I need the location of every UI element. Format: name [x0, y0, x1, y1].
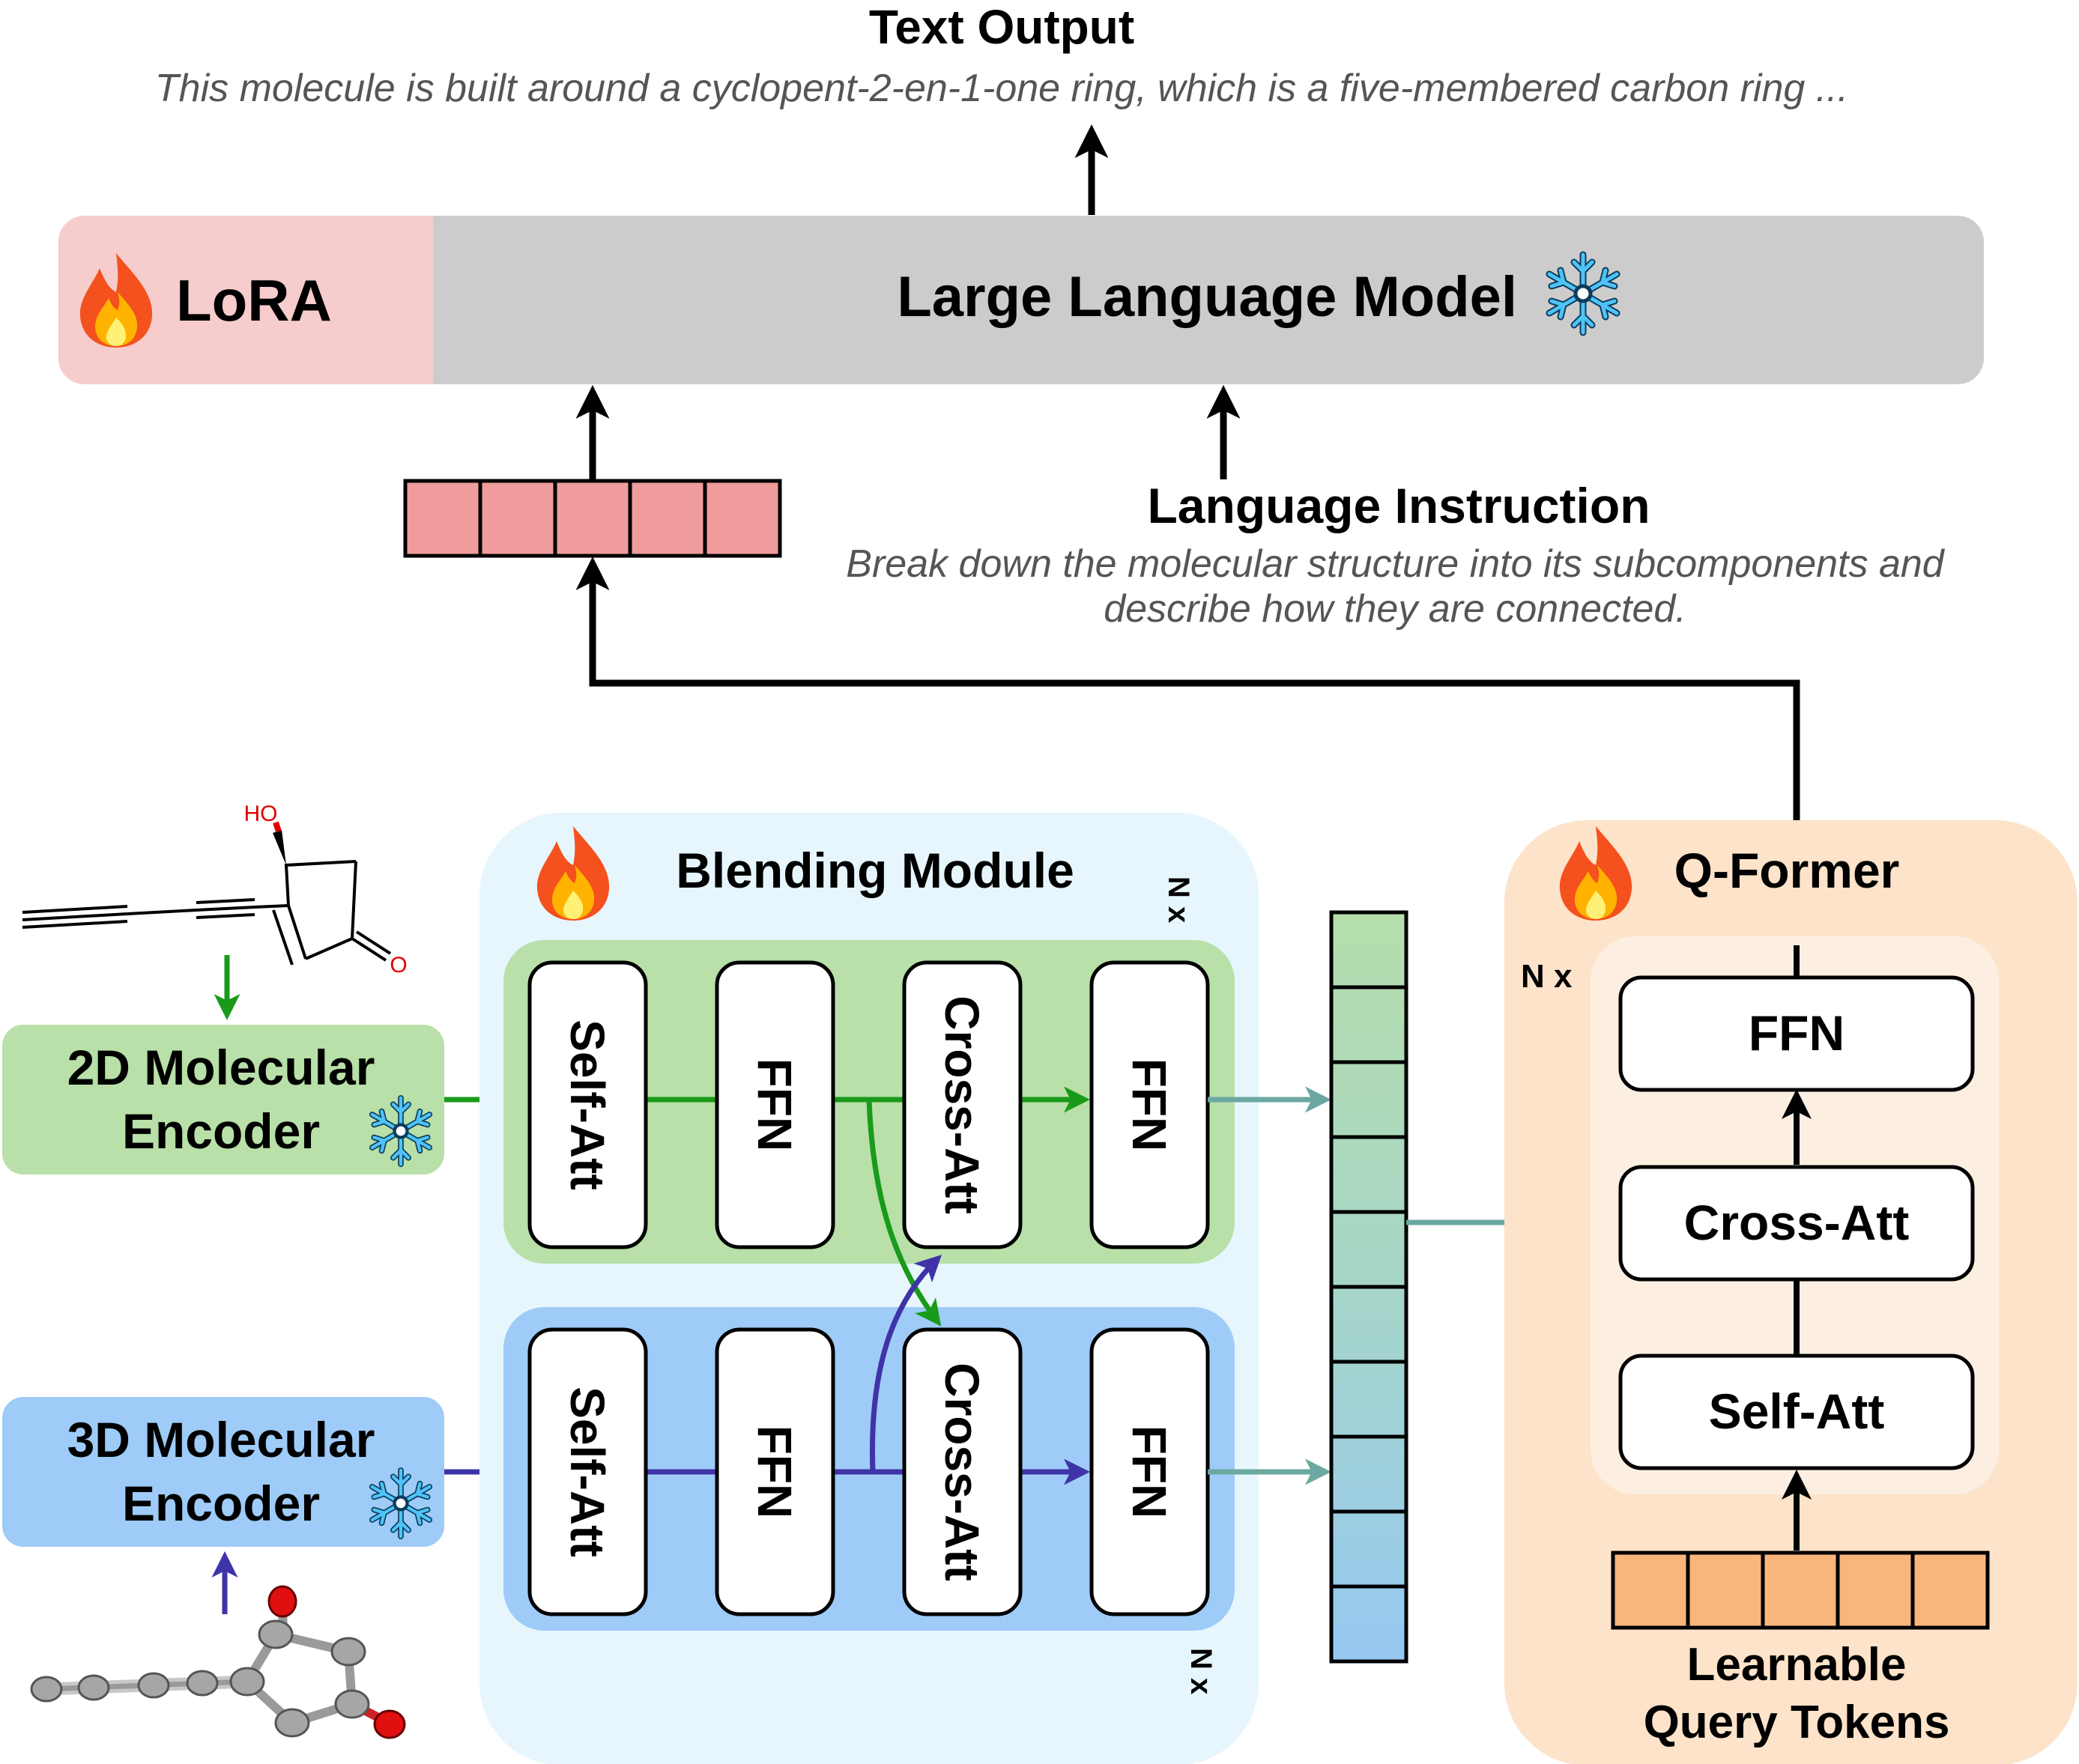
blending-title: Blending Module [676, 843, 1074, 898]
qformer-selfatt-block: Self-Att [1618, 1354, 1975, 1470]
molecule-2d-ho-label: HO [244, 801, 278, 826]
query-token-bar [1611, 1551, 1990, 1630]
qformer-repeat: N x [1521, 958, 1573, 995]
molecule-3d-structure [30, 1585, 406, 1739]
arrow-2d-to-3d-crossatt [866, 1099, 942, 1327]
molecule-2d-o-label: O [390, 953, 407, 978]
arrow-3d-to-2d-crossatt [869, 1255, 942, 1473]
blend-2d-ffn2-block: FFN [1089, 960, 1210, 1249]
blend-3d-ffn2-label: FFN [1122, 1425, 1176, 1518]
llm-label: Large Language Model [897, 265, 1517, 329]
blend-3d-crossatt-block: Cross-Att [902, 1327, 1023, 1616]
blending-repeat-bottom: N x [1184, 1648, 1217, 1694]
blend-3d-selfatt-block: Self-Att [527, 1327, 648, 1616]
instruction-line-2: describe how they are connected. [1104, 587, 1686, 631]
blend-2d-crossatt-block: Cross-Att [902, 960, 1023, 1249]
blend-2d-ffn-label: FFN [748, 1058, 802, 1151]
query-tokens-line-2: Query Tokens [1644, 1697, 1950, 1748]
arrow-qformer-to-tokens [575, 557, 1800, 951]
blend-2d-crossatt-label: Cross-Att [935, 995, 989, 1214]
blend-3d-crossatt-label: Cross-Att [935, 1363, 989, 1581]
text-output-title: Text Output [869, 0, 1134, 54]
qformer-selfatt-label: Self-Att [1709, 1383, 1885, 1439]
blended-feature-column [1329, 910, 1408, 1664]
blending-repeat-top: N x [1162, 876, 1195, 923]
instruction-title: Language Instruction [1147, 478, 1650, 533]
molecule-2d-structure [22, 860, 392, 966]
qformer-crossatt-block: Cross-Att [1618, 1165, 1975, 1282]
instruction-line-1: Break down the molecular structure into … [846, 542, 1946, 586]
blend-2d-selfatt-block: Self-Att [527, 960, 648, 1249]
qformer-crossatt-label: Cross-Att [1684, 1195, 1910, 1250]
blend-3d-ffn-label: FFN [748, 1425, 802, 1518]
blend-3d-selfatt-label: Self-Att [560, 1386, 614, 1557]
blend-3d-ffn-block: FFN [715, 1327, 835, 1616]
encoder-2d-line-1: 2D Molecular [67, 1040, 375, 1095]
encoder-3d-line-1: 3D Molecular [67, 1412, 375, 1467]
qformer-title: Q-Former [1674, 843, 1900, 898]
blend-2d-ffn2-label: FFN [1122, 1058, 1176, 1151]
output-token-bar [403, 479, 782, 558]
encoder-3d-line-2: Encoder [122, 1476, 320, 1531]
lora-label: LoRA [176, 267, 332, 333]
encoder-2d-box [2, 1025, 444, 1175]
blending-3d-panel [503, 1307, 1235, 1631]
text-output-text: This molecule is built around a cyclopen… [155, 67, 1848, 110]
blend-3d-ffn2-block: FFN [1089, 1327, 1210, 1616]
query-tokens-line-1: Learnable [1687, 1639, 1907, 1691]
molecule-2d-wedge [273, 830, 286, 865]
encoder-2d-line-2: Encoder [122, 1103, 320, 1159]
encoder-3d-box [2, 1397, 444, 1547]
qformer-ffn-block: FFN [1618, 975, 1975, 1092]
blend-2d-selfatt-label: Self-Att [560, 1019, 614, 1190]
llm-bar [58, 216, 1984, 384]
molecule-2d-ho-bond [273, 821, 282, 833]
blend-2d-ffn-block: FFN [715, 960, 835, 1249]
qformer-ffn-label: FFN [1749, 1005, 1845, 1061]
